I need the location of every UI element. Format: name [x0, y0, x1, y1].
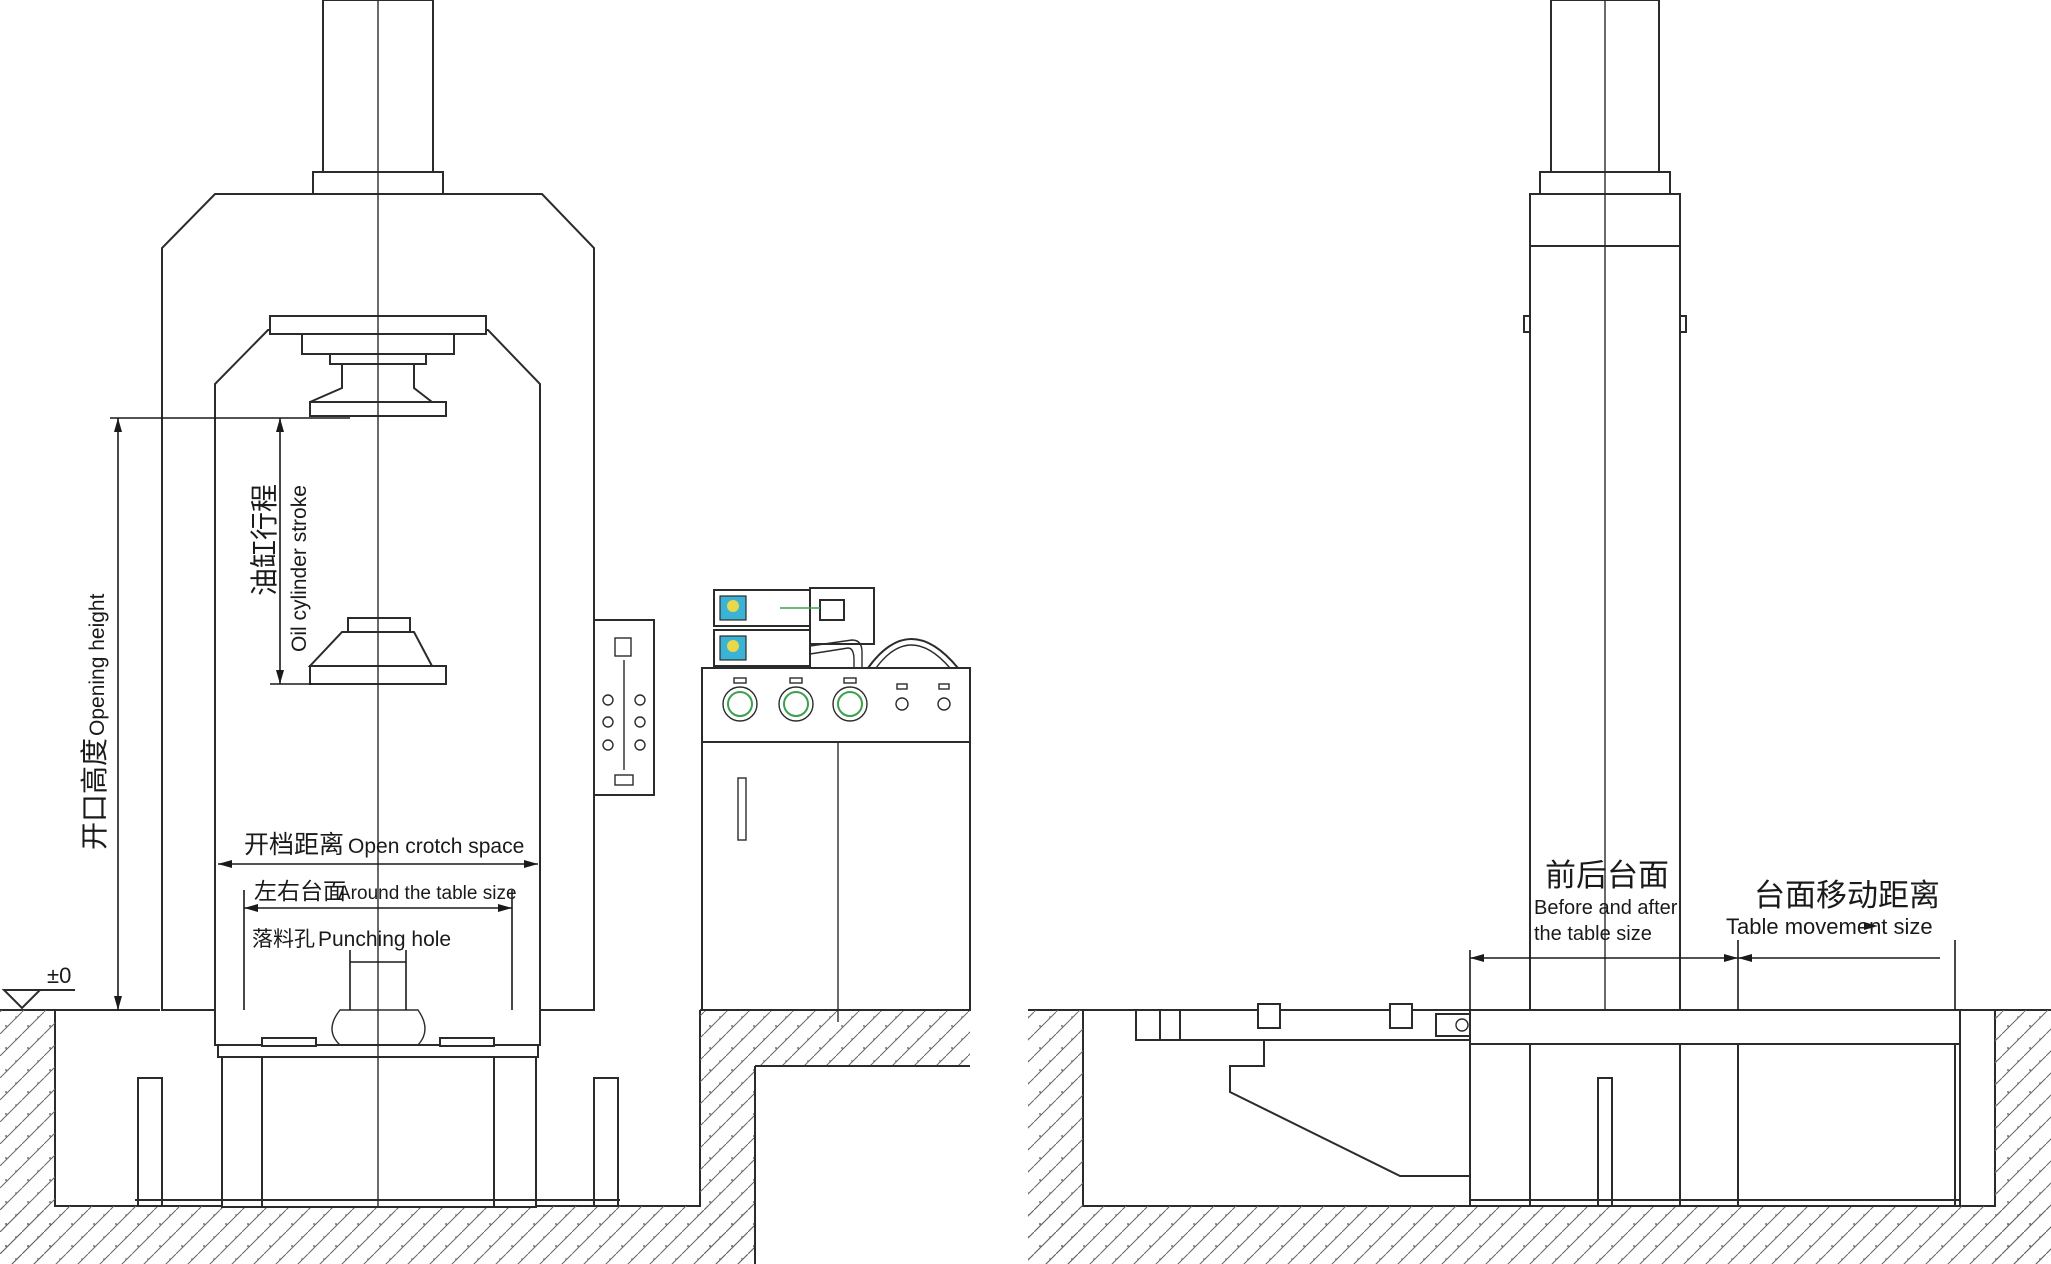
- press-frame-front: [135, 0, 620, 1208]
- opening-height-label-en: Opening height: [86, 593, 109, 736]
- open-crotch-dimension: [218, 860, 538, 868]
- oil-cylinder-label-cn: 油缸行程: [249, 484, 280, 596]
- opening-height-dimension: [110, 417, 350, 1010]
- open-crotch-label-en: Open crotch space: [348, 835, 524, 858]
- open-crotch-label-cn: 开档距离: [244, 831, 344, 859]
- table-lr-label-cn: 左右台面: [254, 878, 346, 904]
- ground-left: [0, 1009, 970, 1264]
- table-move-label-en: Table movement size: [1726, 914, 1933, 939]
- press-frame-side: [1469, 0, 1961, 1207]
- punching-hole-label-cn: 落料孔: [252, 928, 315, 951]
- zero-level-marker: ±0: [1, 963, 75, 1010]
- opening-height-label-cn: 开口高度: [79, 738, 110, 850]
- hydraulic-power-unit: [701, 587, 971, 1022]
- oil-cylinder-label-en: Oil cylinder stroke: [288, 485, 311, 652]
- punching-hole-label-en: Punching hole: [318, 928, 451, 951]
- front-back-label-en-2: the table size: [1534, 923, 1652, 945]
- table-moving-cylinder: [1135, 1003, 1471, 1177]
- front-back-table-dimension: [1469, 950, 1738, 1010]
- table-movement-dimension: [1737, 922, 1956, 1010]
- front-back-label-en-1: Before and after: [1534, 897, 1678, 919]
- table-size-dimension: [243, 890, 513, 1010]
- oil-cylinder-stroke-dimension: [270, 418, 312, 685]
- table-move-label-cn: 台面移动距离: [1754, 878, 1940, 913]
- punching-hole-dimension: [349, 950, 407, 1010]
- side-control-panel: [593, 619, 655, 796]
- zero-level-label: ±0: [47, 963, 71, 988]
- table-lr-label-en: Around the table size: [338, 883, 517, 904]
- front-back-label-cn: 前后台面: [1545, 858, 1669, 893]
